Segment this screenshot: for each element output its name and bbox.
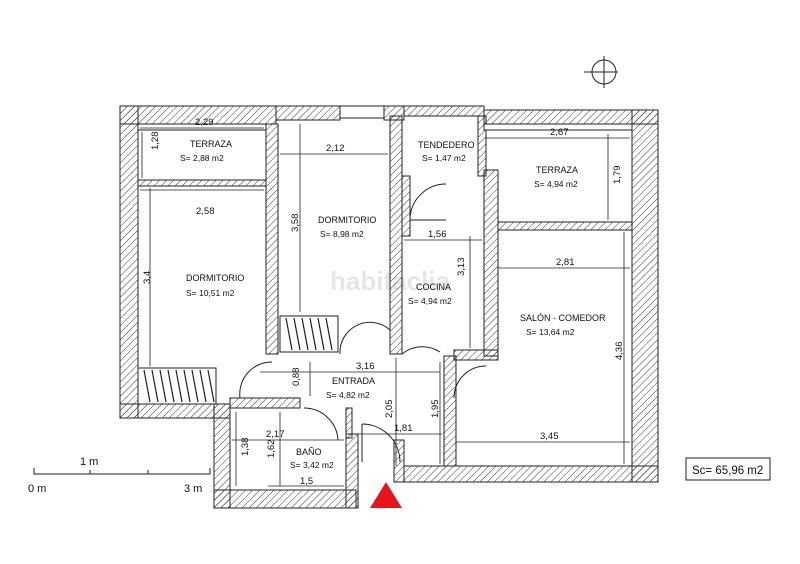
- room-labels: TERRAZA S= 2,88 m2 DORMITORIO S= 10,51 m…: [180, 139, 606, 470]
- room-dormitorio-2-name: DORMITORIO: [318, 215, 376, 225]
- dim-entrada-height-left: 0,88: [291, 368, 302, 387]
- dim-dorm2-width: 2,12: [326, 143, 345, 154]
- dim-salon-height: 4,36: [614, 342, 625, 361]
- walls: [119, 105, 659, 509]
- entrance-marker-icon: [370, 482, 402, 508]
- dim-bano-height-right: 1,62: [266, 440, 277, 459]
- windows: [137, 105, 633, 131]
- dim-terraza-right-width: 2,67: [550, 127, 569, 138]
- room-dormitorio-1-area: S= 10,51 m2: [186, 288, 235, 298]
- room-entrada-area: S= 4,82 m2: [326, 390, 370, 400]
- room-tendedero-name: TENDEDERO: [418, 140, 475, 150]
- room-cocina-name: COCINA: [416, 282, 451, 292]
- scale-bar: [33, 468, 211, 475]
- dim-terraza-right-height: 1,79: [612, 166, 623, 185]
- room-dormitorio-1-name: DORMITORIO: [186, 273, 244, 283]
- total-surface-label: Sc= 65,96 m2: [692, 465, 763, 477]
- dim-entrada-height-mid: 2,05: [384, 400, 395, 419]
- dim-entrada-width: 3,16: [356, 361, 375, 372]
- dim-cocina-width: 1,56: [428, 229, 447, 240]
- room-terraza-left-area: S= 2,88 m2: [180, 153, 224, 163]
- room-salon-area: S= 13,64 m2: [526, 327, 575, 337]
- room-terraza-left-name: TERRAZA: [190, 139, 232, 149]
- dimension-lines: [140, 124, 630, 487]
- dim-cocina-height: 3,13: [456, 258, 467, 277]
- scale-label-1m: 1 m: [80, 456, 98, 468]
- room-dormitorio-2-area: S= 8,98 m2: [320, 229, 364, 239]
- dim-bano-height-left: 1,38: [240, 438, 251, 457]
- door-swings: [239, 183, 487, 463]
- dim-dorm1-height: 3,4: [142, 271, 153, 284]
- dim-bano-width-bottom: 1,5: [300, 476, 313, 487]
- room-terraza-right-name: TERRAZA: [536, 165, 578, 175]
- room-terraza-right-area: S= 4,94 m2: [534, 179, 578, 189]
- dim-dorm2-height: 3,58: [290, 214, 301, 233]
- north-compass-icon: [584, 56, 618, 88]
- scale-label-0m: 0 m: [28, 483, 46, 495]
- dim-dorm1-width: 2,58: [196, 206, 215, 217]
- dim-bano-width-top: 2,17: [266, 429, 285, 440]
- dim-entrada-width-bottom: 1,81: [394, 423, 413, 434]
- dimension-labels: 2,29 1,28 2,58 3,4 2,12 3,58 2,67 1,79 1…: [142, 117, 625, 487]
- dim-terraza-left-width: 2,29: [195, 117, 214, 128]
- dim-salon-width-bottom: 3,45: [540, 431, 559, 442]
- dim-terraza-left-height: 1,28: [150, 132, 161, 151]
- room-tendedero-area: S= 1,47 m2: [422, 153, 466, 163]
- dim-entrada-height-right: 1,95: [430, 400, 441, 419]
- room-salon-name: SALÓN - COMEDOR: [520, 313, 606, 323]
- total-surface-box: [685, 457, 771, 481]
- room-bano-name: BAÑO: [296, 447, 322, 457]
- room-bano-area: S= 3,42 m2: [290, 460, 334, 470]
- room-entrada-name: ENTRADA: [332, 376, 375, 386]
- wardrobes: [137, 315, 339, 405]
- scale-label-3m: 3 m: [184, 483, 202, 495]
- room-cocina-area: S= 4,94 m2: [408, 296, 452, 306]
- dim-salon-width-top: 2,81: [556, 257, 575, 268]
